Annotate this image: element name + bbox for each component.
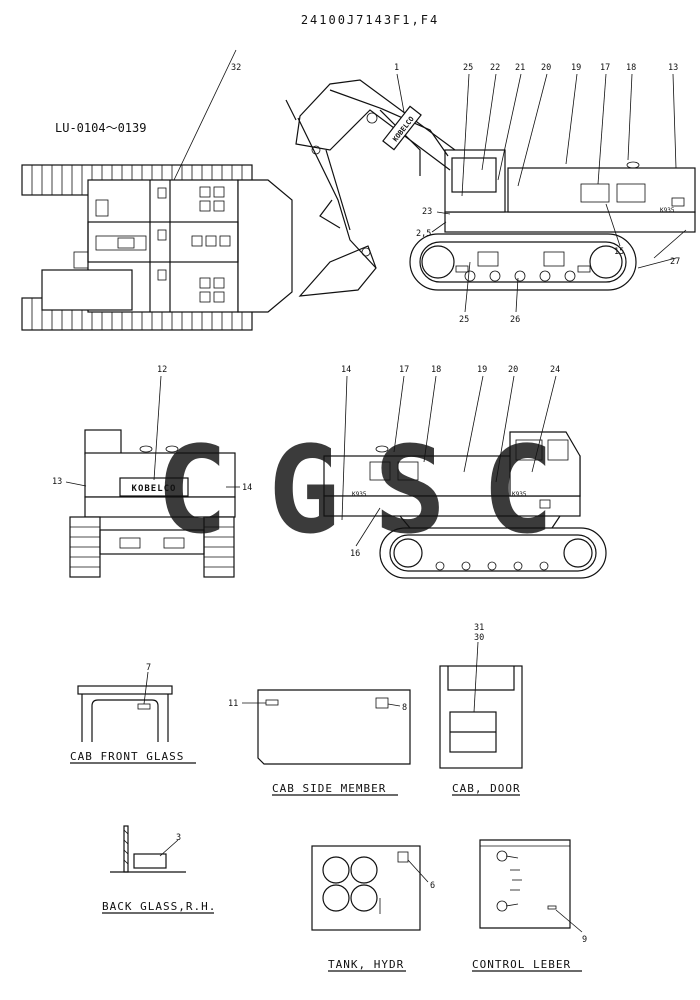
callout-32: 32 [231,63,241,73]
caption-cab-front-glass: CAB FRONT GLASS [70,750,184,763]
rear-view: KOBELCO 12 13 14 [52,365,252,578]
callout-31: 31 [474,623,484,633]
callout-25-bottom: 25 [459,315,469,325]
callout-16: 16 [350,549,360,559]
callout-2-5: 2,5 [416,229,431,239]
caption-cab-door: CAB, DOOR [452,782,521,795]
callout-14-rear: 14 [242,483,252,493]
cab-front-glass-detail: 7 CAB FRONT GLASS [70,663,196,764]
callout-13: 13 [668,63,678,73]
callout-23: 23 [422,207,432,217]
callout-13-rear: 13 [52,477,62,487]
callout-19-side: 19 [477,365,487,375]
caption-cab-side-member: CAB SIDE MEMBER [272,782,386,795]
callout-17: 17 [600,63,610,73]
back-glass-rh-detail: 3 BACK GLASS,R.H. [102,825,216,914]
callout-1: 1 [394,63,399,73]
callout-3: 3 [176,833,181,843]
watermark-letter-g: G [268,422,340,561]
callout-21: 21 [515,63,525,73]
model-badge-side: K935 [660,207,675,214]
callout-22: 22 [490,63,500,73]
callout-19: 19 [571,63,581,73]
callout-14-side: 14 [341,365,351,375]
callout-25-top: 25 [463,63,473,73]
watermark: C G S C [156,422,554,561]
callout-27: 27 [670,257,680,267]
watermark-letter-c2: C [482,422,554,561]
callout-17-side: 17 [399,365,409,375]
side-view-excavator: KOBELCO K935 1 25 22 21 20 19 17 [285,63,696,325]
cab-side-member-detail: 11 8 CAB SIDE MEMBER [228,689,411,796]
cab-door-detail: 31 30 CAB, DOOR [439,623,523,796]
tank-hydr-detail: 6 TANK, HYDR [311,845,435,972]
callout-30: 30 [474,633,484,643]
side-view-right: K935 K935 14 17 18 19 20 24 16 [323,365,607,579]
callout-20: 20 [541,63,551,73]
control-leber-detail: 9 CONTROL LEBER [472,839,587,972]
drawing-number: 24100J7143F1,F4 [301,13,439,27]
callout-6: 6 [430,881,435,891]
callout-11: 11 [228,699,238,709]
rear-logo-text: KOBELCO [132,484,177,494]
caption-back-glass-rh: BACK GLASS,R.H. [102,900,216,913]
caption-tank-hydr: TANK, HYDR [328,958,404,971]
callout-15: 15 [614,247,624,257]
callout-8: 8 [402,703,407,713]
callout-9: 9 [582,935,587,945]
callout-7: 7 [146,663,151,673]
callout-18-side: 18 [431,365,441,375]
watermark-letter-s: S [374,422,446,561]
watermark-letter-c1: C [156,422,228,561]
callout-26: 26 [510,315,520,325]
callout-12: 12 [157,365,167,375]
callout-20-side: 20 [508,365,518,375]
callout-24: 24 [550,365,560,375]
caption-control-leber: CONTROL LEBER [472,958,571,971]
model-badge-side-2: K935 [352,491,367,498]
callout-18: 18 [626,63,636,73]
top-view: LU-0104～0139 [21,49,293,331]
model-badge-side-2b: K935 [512,491,527,498]
serial-range: LU-0104～0139 [55,121,146,135]
